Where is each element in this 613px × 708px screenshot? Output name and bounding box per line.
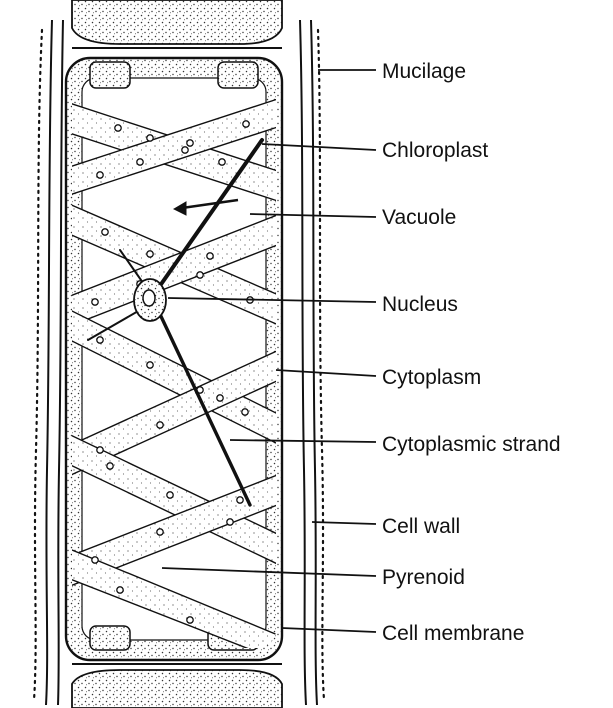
label-pyrenoid: Pyrenoid (382, 567, 465, 588)
label-cytoplasm: Cytoplasm (382, 367, 481, 388)
adjacent-cell-top (72, 0, 282, 48)
label-nucleus: Nucleus (382, 294, 458, 315)
label-cell-wall: Cell wall (382, 516, 460, 537)
adjacent-cell-bottom (72, 664, 282, 708)
cell-membrane-leader (282, 628, 376, 632)
cell-wall-leader (312, 522, 376, 524)
label-cytoplasmic-strand: Cytoplasmic strand (382, 434, 561, 455)
label-chloroplast: Chloroplast (382, 140, 488, 161)
label-vacuole: Vacuole (382, 207, 456, 228)
cytoplasm-leader (276, 370, 376, 376)
nucleus (134, 279, 166, 321)
label-cell-membrane: Cell membrane (382, 623, 524, 644)
label-mucilage: Mucilage (382, 61, 466, 82)
